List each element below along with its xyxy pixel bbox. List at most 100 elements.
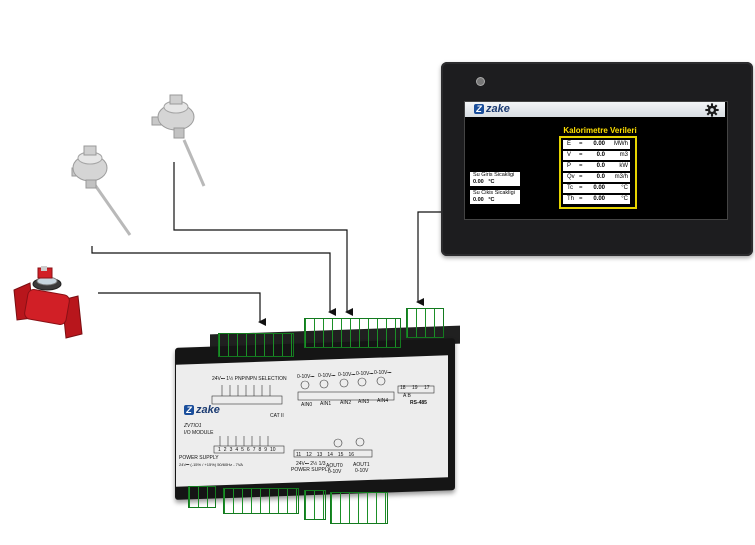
module-model: ZVTIO1 bbox=[184, 423, 202, 429]
value-symbol: Tc bbox=[567, 185, 573, 191]
rs485-label: RS-485 bbox=[410, 400, 427, 406]
pin-number: 12 bbox=[306, 452, 312, 458]
pin-number: 5 bbox=[241, 447, 244, 453]
value-symbol: E bbox=[567, 141, 572, 147]
hmi-title: Kalorimetre Verileri bbox=[563, 126, 637, 135]
right-pin-numbers: 11 12 13 14 15 16 bbox=[296, 452, 354, 458]
temperature-sensor-icon-1 bbox=[71, 145, 132, 236]
value-number: 0.0 bbox=[596, 152, 605, 158]
value-symbol: Th bbox=[567, 196, 575, 202]
terminal-block-top-ain bbox=[304, 318, 401, 348]
rs485-ab: A B bbox=[403, 393, 411, 399]
pin-number: 6 bbox=[246, 447, 250, 453]
pin-number: 2 bbox=[223, 447, 227, 453]
value-number: 0.00 bbox=[593, 185, 605, 191]
ain2-range: 0-10V⎓ bbox=[338, 372, 356, 378]
value-row-th: Th=0.00°C bbox=[563, 195, 630, 204]
value-unit: MWh bbox=[614, 141, 628, 147]
module-cat: CAT II bbox=[270, 413, 284, 419]
ain2-label: AIN2 bbox=[340, 400, 352, 406]
outlet-temperature-label: Su Cikis Sicakligi bbox=[473, 190, 515, 196]
value-row-e: E = 0.00 MWh bbox=[563, 140, 630, 149]
inlet-value: 0.00 bbox=[473, 178, 484, 185]
value-unit: m3 bbox=[619, 152, 628, 158]
aout0-range: 0-10V bbox=[328, 469, 342, 475]
power-supply-label: POWER SUPPLY bbox=[179, 455, 219, 461]
inlet-temperature-label: Su Giris Sicakligi bbox=[473, 172, 515, 178]
ain1-label: AIN1 bbox=[320, 401, 332, 407]
module-name: I/O MODULE bbox=[184, 430, 214, 436]
inlet-temperature-value: 0.00 °C bbox=[473, 179, 520, 186]
ps-mid-label: POWER SUPPLY bbox=[291, 467, 331, 473]
value-row-tc: Tc = 0.00 °C bbox=[563, 184, 630, 193]
value-eq: = bbox=[579, 152, 583, 158]
terminal-block-bottom-ps bbox=[304, 490, 326, 520]
pin-number: 15 bbox=[337, 452, 344, 458]
value-symbol: Qv bbox=[567, 174, 575, 180]
value-unit: m3/h bbox=[614, 174, 628, 180]
power-supply-spec: 24V⎓ (-15% / +15%) 50/60Hz - 7VA bbox=[179, 462, 243, 467]
value-number: 0.00 bbox=[593, 141, 605, 147]
value-eq: = bbox=[579, 141, 583, 147]
hmi-logo-text: zake bbox=[486, 103, 510, 115]
outlet-value: 0.00 bbox=[473, 196, 484, 203]
pin-number: 11 bbox=[296, 452, 302, 458]
dip-selection-label: 24V⎓ 1½ PNP/NPN SELECTION bbox=[212, 376, 287, 382]
ain4-range: 0-10V⎓ bbox=[374, 370, 392, 376]
inlet-temperature-box: Su Giris Sicakligi 0.00 °C bbox=[470, 172, 520, 186]
ain3-range: 0-10V⎓ bbox=[356, 371, 374, 377]
outlet-temperature-value: 0.00 °C bbox=[473, 197, 520, 204]
temperature-sensor-icon-2 bbox=[151, 94, 206, 187]
aout1-range: 0-10V bbox=[355, 468, 369, 474]
terminal-block-bottom-power bbox=[188, 486, 216, 508]
value-eq: = bbox=[579, 174, 583, 180]
aout1-label: AOUT1 bbox=[353, 462, 370, 468]
value-unit: °C bbox=[621, 185, 628, 191]
value-number: 0.00 bbox=[593, 196, 605, 202]
terminal-block-top-rs485 bbox=[406, 308, 444, 338]
ain0-range: 0-10V⎓ bbox=[297, 374, 315, 380]
gear-icon[interactable] bbox=[705, 103, 719, 117]
inlet-unit: °C bbox=[488, 178, 495, 185]
ain4-label: AIN4 bbox=[377, 398, 389, 404]
pin-number: 14 bbox=[327, 452, 333, 458]
bottom-pin-numbers: 1 2 3 4 5 6 7 8 9 10 bbox=[218, 447, 276, 453]
module-logo-text: zake bbox=[196, 404, 220, 416]
pin-number: 13 bbox=[316, 452, 323, 458]
value-eq: = bbox=[579, 185, 583, 191]
terminal-block-bottom-inputs bbox=[223, 488, 299, 514]
value-number: 0.0 bbox=[596, 174, 605, 180]
flow-meter-icon bbox=[13, 266, 83, 339]
value-symbol: P bbox=[567, 163, 572, 169]
value-number: 0.0 bbox=[596, 163, 605, 169]
pin-number: 7 bbox=[252, 447, 256, 453]
outlet-unit: °C bbox=[488, 196, 495, 203]
pin-number: 10 bbox=[270, 447, 276, 453]
pin-number: 3 bbox=[229, 447, 233, 453]
value-unit: kW bbox=[619, 163, 628, 169]
ain1-range: 0-10V⎓ bbox=[318, 373, 336, 379]
rs485-pin-19: 19 bbox=[412, 385, 418, 391]
wire-sensor-2 bbox=[173, 162, 353, 316]
value-eq: = bbox=[579, 196, 583, 202]
hmi-logo-mark: Z bbox=[474, 104, 484, 114]
rs485-pin-18: 18 bbox=[400, 385, 406, 391]
power-led-icon bbox=[477, 78, 484, 85]
ain0-label: AIN0 bbox=[301, 402, 313, 408]
pin-number: 8 bbox=[258, 447, 262, 453]
ps-mid-spec: 24V⎓ 2½ 1/3 bbox=[296, 461, 326, 467]
value-eq: = bbox=[579, 163, 583, 169]
ain3-label: AIN3 bbox=[358, 399, 370, 405]
terminal-block-top-1 bbox=[218, 333, 294, 357]
pin-number: 4 bbox=[235, 447, 239, 453]
value-row-p: P = 0.0 kW bbox=[563, 162, 630, 171]
outlet-temperature-box: Su Cikis Sicakligi 0.00 °C bbox=[470, 190, 520, 204]
pin-number: 9 bbox=[264, 447, 268, 453]
wire-sensor-1 bbox=[91, 246, 336, 316]
wire-flowmeter bbox=[98, 292, 266, 326]
